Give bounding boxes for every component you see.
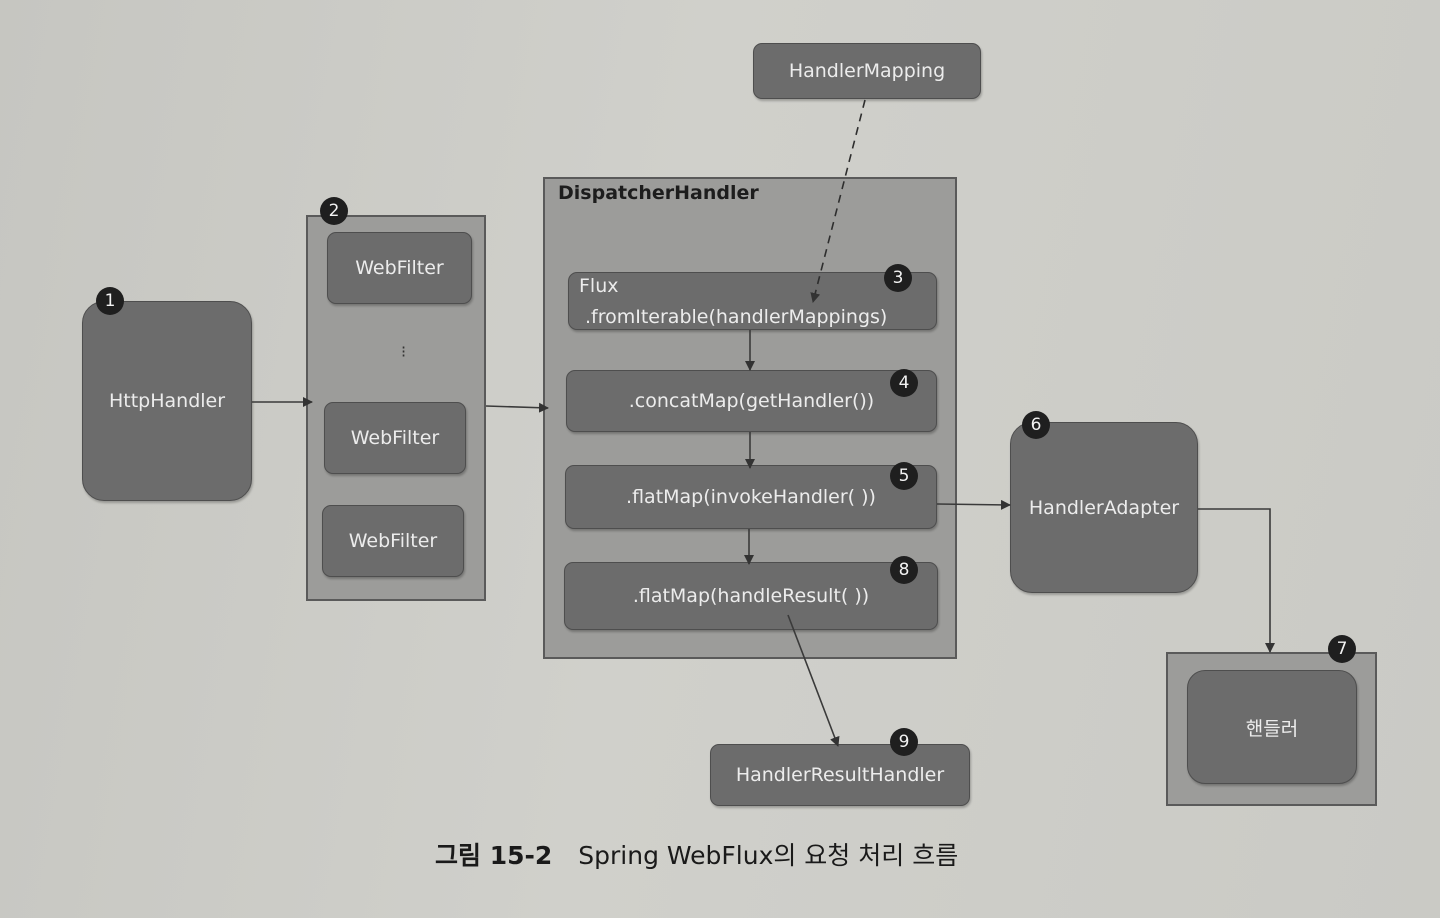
step-badge-4: 4 (890, 369, 918, 397)
figure-caption: 그림 15-2 Spring WebFlux의 요청 처리 흐름 (435, 836, 958, 872)
figure-number: 그림 15-2 (435, 841, 553, 870)
step-badge-1: 1 (96, 287, 124, 315)
step-badge-6: 6 (1022, 411, 1050, 439)
handler-box: 핸들러 (1187, 670, 1357, 784)
web-filter-box-2: WebFilter (324, 402, 466, 474)
figure-caption-text: Spring WebFlux의 요청 처리 흐름 (578, 841, 959, 870)
handler-adapter-box: HandlerAdapter (1010, 422, 1198, 593)
step-badge-7: 7 (1328, 635, 1356, 663)
step-badge-8: 8 (890, 556, 918, 584)
step-badge-2: 2 (320, 197, 348, 225)
concat-map-box: .concatMap(getHandler()) (566, 370, 937, 432)
flux-label: Flux (579, 275, 619, 297)
flat-map-invoke-handler-box: .flatMap(invokeHandler( )) (565, 465, 937, 529)
flat-map-handle-result-box: .flatMap(handleResult( )) (564, 562, 938, 630)
web-filter-ellipsis: ⁝ (401, 342, 407, 361)
web-filter-box-3: WebFilter (322, 505, 464, 577)
step-badge-5: 5 (890, 462, 918, 490)
flux-from-iterable-box (568, 272, 937, 330)
http-handler-box: HttpHandler (82, 301, 252, 501)
handler-mapping-box: HandlerMapping (753, 43, 981, 99)
dispatcher-handler-title: DispatcherHandler (558, 182, 759, 204)
step-badge-9: 9 (890, 728, 918, 756)
step-badge-3: 3 (884, 264, 912, 292)
handler-result-handler-box: HandlerResultHandler (710, 744, 970, 806)
web-filter-box-1: WebFilter (327, 232, 472, 304)
from-iterable-label: .fromIterable(handlerMappings) (585, 306, 888, 328)
